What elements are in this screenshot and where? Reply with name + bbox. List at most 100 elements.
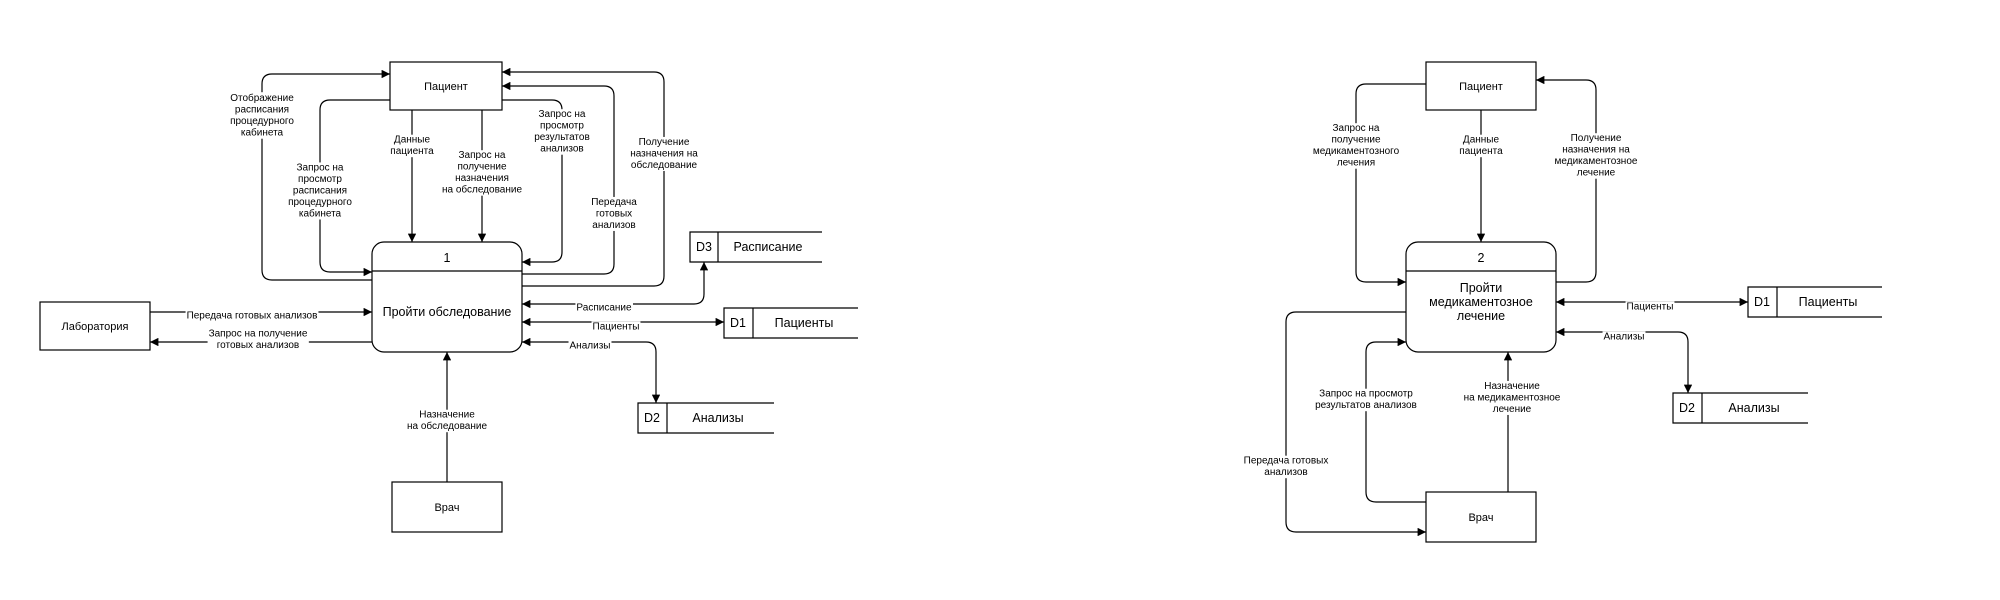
lab-entity[interactable]: [39, 301, 151, 351]
label-patient-data-line: пациента: [390, 146, 434, 157]
store-d2-2-name: Анализы: [1728, 401, 1779, 415]
label-background: [229, 92, 296, 139]
label-show-schedule-line: кабинета: [241, 127, 284, 139]
flow-to-analyses[interactable]: [522, 337, 661, 403]
doctor-label-2: Врач: [1468, 512, 1493, 524]
store-d1-id: D1: [730, 316, 746, 330]
label-request-results-line: анализов: [540, 144, 583, 155]
label-background: [440, 150, 524, 196]
store-d3-name: Расписание: [734, 240, 803, 254]
label-request-assignment-line: назначения: [455, 173, 509, 184]
flow-transfer-ready-2[interactable]: [1285, 311, 1426, 537]
process-1-number: 1: [444, 251, 451, 265]
patient-entity[interactable]: [389, 61, 503, 111]
label-background: [389, 134, 436, 158]
label-to-patients-2: Пациенты: [1625, 301, 1675, 313]
label-request-results-line: Запрос на: [538, 109, 585, 120]
label-receive-treatment-line: медикаментозное: [1555, 156, 1638, 167]
label-receive-treatment-line: Получение: [1571, 133, 1622, 144]
label-transfer-ready-line: Передача: [591, 197, 637, 208]
label-lab-request-line: готовых анализов: [217, 340, 300, 351]
flow-request-treatment[interactable]: [1355, 83, 1426, 287]
label-background: [590, 196, 639, 231]
label-background: [1314, 388, 1418, 412]
doctor-entity-2[interactable]: [1425, 491, 1537, 543]
label-receive-assignment-line: обследование: [631, 159, 698, 171]
label-doctor-assignment-line: Назначение: [419, 410, 475, 421]
label-patient-data-2-line: Данные: [1463, 135, 1500, 146]
label-receive-treatment-line: лечение: [1577, 168, 1616, 179]
label-background: [1311, 123, 1401, 169]
patient-entity-2[interactable]: [1425, 61, 1537, 111]
label-request-assignment-line: на обследование: [442, 184, 522, 196]
store-d2-id: D2: [644, 411, 660, 425]
label-request-schedule-line: просмотр: [298, 174, 342, 185]
label-to-patients-2-line: Пациенты: [1627, 301, 1674, 312]
label-to-patients: Пациенты: [591, 321, 641, 333]
diagram-1-text: Пациент Лаборатория Врач 1 Пройти обслед…: [62, 81, 834, 514]
flow-request-results-2[interactable]: [1365, 337, 1426, 503]
label-background: [1462, 380, 1562, 415]
flow-receive-treatment[interactable]: [1536, 75, 1597, 283]
flow-request-results[interactable]: [502, 99, 563, 267]
label-background: [591, 321, 641, 333]
flow-to-analyses-2[interactable]: [1556, 327, 1693, 393]
label-background: [1428, 281, 1534, 324]
label-background: [629, 136, 700, 171]
label-request-results-line: просмотр: [540, 121, 584, 132]
patient-label: Пациент: [424, 81, 468, 93]
patient-label-2: Пациент: [1459, 81, 1503, 93]
store-d3[interactable]: [689, 231, 822, 263]
store-d1-name: Пациенты: [775, 316, 834, 330]
label-request-results-line: результатов: [534, 132, 590, 143]
label-request-schedule-line: расписания: [293, 185, 347, 196]
process-2-name-line: лечение: [1457, 309, 1505, 323]
label-background: [1553, 133, 1639, 179]
label-show-schedule-line: расписания: [235, 105, 289, 116]
store-d3-id: D3: [696, 240, 712, 254]
label-receive-assignment-line: Получение: [639, 137, 690, 148]
label-to-analyses-2-line: Анализы: [1604, 331, 1645, 342]
flow-receive-assignment[interactable]: [502, 67, 665, 287]
label-transfer-ready-2-line: Передача готовых: [1244, 456, 1329, 467]
store-d1[interactable]: [723, 307, 858, 339]
label-request-results-2-line: результатов анализов: [1315, 400, 1417, 411]
store-d2[interactable]: [637, 402, 774, 434]
label-show-schedule: Отображениерасписанияпроцедурногокабинет…: [229, 92, 296, 139]
label-receive-assignment-line: назначения на: [630, 148, 698, 159]
lab-label: Лаборатория: [62, 321, 129, 333]
label-request-schedule: Запрос напросмотррасписанияпроцедурногок…: [287, 162, 354, 220]
label-doctor-treatment-line: Назначение: [1484, 381, 1540, 392]
label-show-schedule-line: Отображение: [230, 92, 294, 104]
process-2-name-line: Пройти: [1460, 281, 1503, 295]
label-doctor-assignment-line: на обследование: [407, 420, 487, 432]
label-request-schedule-line: кабинета: [299, 207, 342, 219]
label-background: [405, 409, 489, 433]
label-to-analyses-2: Анализы: [1602, 331, 1646, 343]
flow-show-schedule[interactable]: [261, 69, 390, 281]
label-transfer-ready-line: анализов: [592, 220, 635, 231]
label-patient-data-2-line: пациента: [1459, 146, 1503, 157]
label-to-schedule-line: Расписание: [576, 302, 632, 313]
label-background: [287, 162, 354, 220]
label-request-schedule-line: Запрос на: [296, 162, 343, 173]
label-to-schedule: Расписание: [575, 302, 633, 314]
flow-to-schedule[interactable]: [522, 262, 709, 309]
label-background: [568, 340, 612, 352]
label-background: [185, 310, 319, 322]
label-patient-data-line: Данные: [394, 135, 431, 146]
label-transfer-ready-line: готовых: [596, 208, 632, 219]
store-d2-2[interactable]: [1672, 392, 1808, 424]
label-background: [1242, 455, 1330, 479]
label-request-results-2-line: Запрос на просмотр: [1319, 389, 1413, 400]
